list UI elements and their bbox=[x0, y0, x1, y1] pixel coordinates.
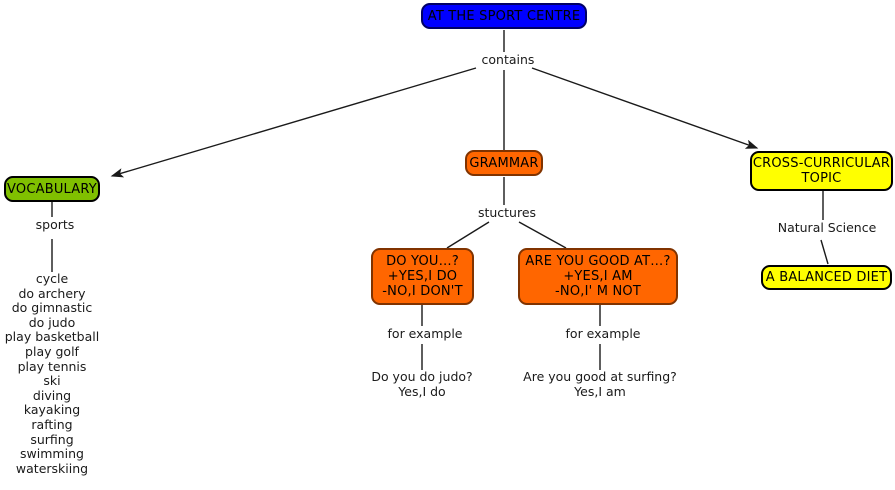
node-cross-curricular-topic[interactable]: CROSS-CURRICULAR TOPIC bbox=[750, 151, 893, 191]
node-structure-are-you-good-at[interactable]: ARE YOU GOOD AT…? +YES,I AM -NO,I' M NOT bbox=[518, 248, 678, 305]
edge-structures-to-do-you bbox=[446, 221, 490, 249]
edge-natural-science-to-diet bbox=[820, 239, 829, 265]
link-label-for-example-left: for example bbox=[382, 326, 468, 341]
node-root-at-the-sport-centre[interactable]: AT THE SPORT CENTRE bbox=[421, 3, 587, 29]
leaf-sports-list: cycle do archery do gimnastic do judo pl… bbox=[4, 271, 100, 476]
edge-contains-to-cross-curricular bbox=[531, 67, 759, 149]
node-structure-do-you[interactable]: DO YOU…? +YES,I DO -NO,I DON'T bbox=[371, 248, 474, 305]
node-grammar[interactable]: GRAMMAR bbox=[465, 150, 543, 176]
leaf-example-surfing: Are you good at surfing? Yes,I am bbox=[523, 369, 677, 399]
link-label-structures: stuctures bbox=[464, 205, 550, 220]
link-label-for-example-right: for example bbox=[560, 326, 646, 341]
link-label-natural-science: Natural Science bbox=[769, 220, 885, 235]
link-label-sports: sports bbox=[17, 217, 93, 232]
node-a-balanced-diet[interactable]: A BALANCED DIET bbox=[761, 265, 892, 290]
edge-contains-to-vocabulary bbox=[110, 67, 477, 178]
leaf-example-judo: Do you do judo? Yes,I do bbox=[371, 369, 473, 399]
node-vocabulary[interactable]: VOCABULARY bbox=[4, 176, 100, 202]
link-label-contains: contains bbox=[470, 52, 546, 67]
edge-structures-to-are-you-good bbox=[518, 221, 567, 249]
